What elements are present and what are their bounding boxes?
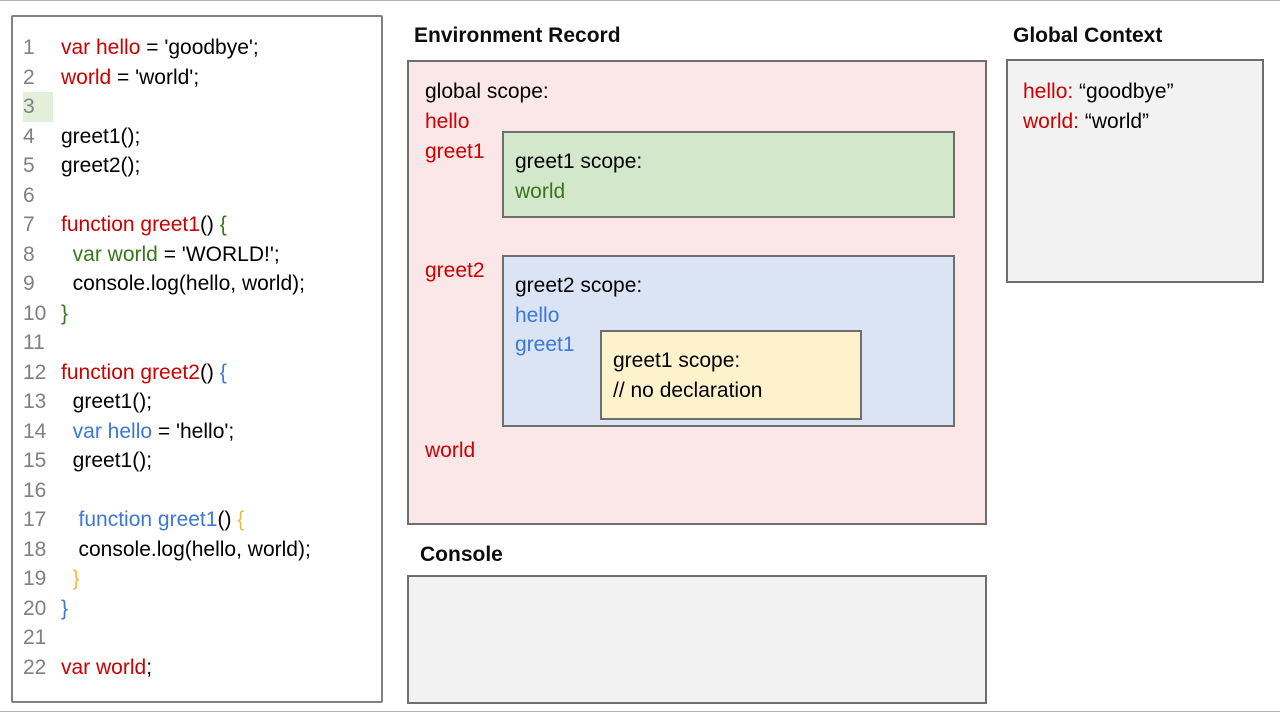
code-line: 1 var hello = 'goodbye';: [13, 33, 381, 63]
code-lines-container: 1 var hello = 'goodbye'; 2 world = 'world';…: [13, 33, 381, 682]
line-number: 14: [23, 419, 47, 443]
line-number: 11: [23, 331, 45, 354]
line-number: 1: [23, 36, 35, 59]
line-number: 5: [23, 154, 35, 177]
line-number: 19: [23, 567, 47, 590]
line-number: 8: [23, 242, 35, 266]
line-number: 21: [23, 626, 47, 649]
code-text: world = 'world';: [61, 65, 200, 89]
line-number: 16: [23, 478, 47, 502]
code-text: var world = 'WORLD!';: [72, 242, 280, 266]
code-line: 4 greet1();: [13, 122, 381, 152]
code-line: 7 function greet1() {: [13, 210, 381, 240]
line-number: 20: [23, 596, 47, 620]
greet2-scope-var-greet1: greet1: [515, 333, 575, 356]
code-line: 5 greet2();: [13, 151, 381, 181]
code-line: 13 greet1();: [13, 387, 381, 417]
global-context-entries: hello: “goodbye”world: “world”: [1023, 77, 1262, 137]
code-line: 20}: [13, 594, 381, 624]
inner-greet1-scope-comment: // no declaration: [613, 379, 763, 402]
greet1-scope-var-world: world: [515, 180, 566, 203]
code-line: 16: [13, 476, 381, 506]
code-line: 21: [13, 623, 381, 653]
code-editor: 1 var hello = 'goodbye'; 2 world = 'world';…: [11, 15, 383, 703]
global-scope-label: global scope:: [425, 80, 549, 103]
variable-name: world:: [1023, 110, 1080, 133]
code-line: 17 function greet1() {: [13, 505, 381, 535]
line-number: 22: [23, 655, 47, 679]
line-number: 7: [23, 213, 35, 236]
code-text: function greet1() {: [78, 508, 245, 531]
line-number: 10: [23, 301, 47, 325]
variable-value: “goodbye”: [1073, 80, 1174, 103]
code-line: 18 console.log(hello, world);: [13, 535, 381, 565]
code-text: console.log(hello, world);: [61, 272, 305, 295]
environment-record-title: Environment Record: [414, 24, 621, 47]
global-var-greet1: greet1: [425, 140, 485, 163]
code-text: var hello = 'goodbye';: [61, 36, 259, 59]
global-context-entry: hello: “goodbye”: [1023, 77, 1262, 107]
global-context-box: hello: “goodbye”world: “world”: [1006, 59, 1264, 283]
line-number: 18: [23, 537, 47, 561]
code-line: 10}: [13, 299, 381, 329]
code-text: }: [61, 301, 69, 325]
line-number-highlighted: 3: [23, 92, 53, 122]
line-number: 17: [23, 508, 47, 531]
line-number: 13: [23, 390, 47, 413]
code-text: }: [72, 567, 80, 590]
variable-name: hello:: [1023, 80, 1074, 103]
global-context-entry: world: “world”: [1023, 107, 1262, 137]
code-line: 3: [13, 92, 381, 122]
slide-top-edge: [0, 0, 1280, 1]
line-number: 6: [23, 183, 35, 207]
line-number: 12: [23, 360, 47, 384]
code-line: 22 var world;: [13, 653, 381, 683]
code-text: function greet2() {: [61, 360, 227, 384]
code-line: 8 var world = 'WORLD!';: [13, 240, 381, 270]
greet2-scope-var-hello: hello: [515, 304, 560, 327]
code-line: 15 greet1();: [13, 446, 381, 476]
code-text: greet1();: [61, 124, 141, 148]
code-text: function greet1() {: [61, 213, 227, 236]
console-box: [407, 575, 987, 704]
greet2-scope-label: greet2 scope:: [515, 274, 643, 297]
code-text: }: [61, 596, 69, 620]
code-text: var hello = 'hello';: [72, 419, 235, 443]
inner-greet1-scope-label: greet1 scope:: [613, 349, 741, 372]
global-context-title: Global Context: [1013, 24, 1163, 47]
code-text: greet1();: [61, 449, 153, 472]
code-text: greet1();: [61, 390, 153, 413]
code-line: 19 }: [13, 564, 381, 594]
greet1-scope-label: greet1 scope:: [515, 150, 643, 173]
line-number: 4: [23, 124, 35, 148]
console-title: Console: [420, 543, 503, 566]
line-number: 2: [23, 65, 35, 89]
global-var-hello: hello: [425, 110, 470, 133]
code-text: console.log(hello, world);: [61, 537, 311, 561]
code-line: 9 console.log(hello, world);: [13, 269, 381, 299]
code-line: 11: [13, 328, 381, 358]
code-text: var world;: [61, 655, 153, 679]
greet1-scope-box: greet1 scope: world: [502, 131, 955, 218]
code-line: 12 function greet2() {: [13, 358, 381, 388]
global-var-greet2: greet2: [425, 259, 485, 282]
code-line: 2 world = 'world';: [13, 63, 381, 93]
code-line: 14 var hello = 'hello';: [13, 417, 381, 447]
line-number: 9: [23, 272, 35, 295]
environment-record-box: global scope: hello greet1 greet2 world …: [407, 60, 987, 525]
variable-value: “world”: [1079, 110, 1150, 133]
code-text: greet2();: [61, 154, 141, 177]
inner-greet1-scope-box: greet1 scope: // no declaration: [600, 330, 862, 420]
code-line: 6: [13, 181, 381, 211]
global-var-world: world: [425, 439, 476, 462]
line-number: 15: [23, 449, 47, 472]
greet2-scope-box: greet2 scope: hello greet1 greet1 scope:…: [502, 255, 955, 427]
